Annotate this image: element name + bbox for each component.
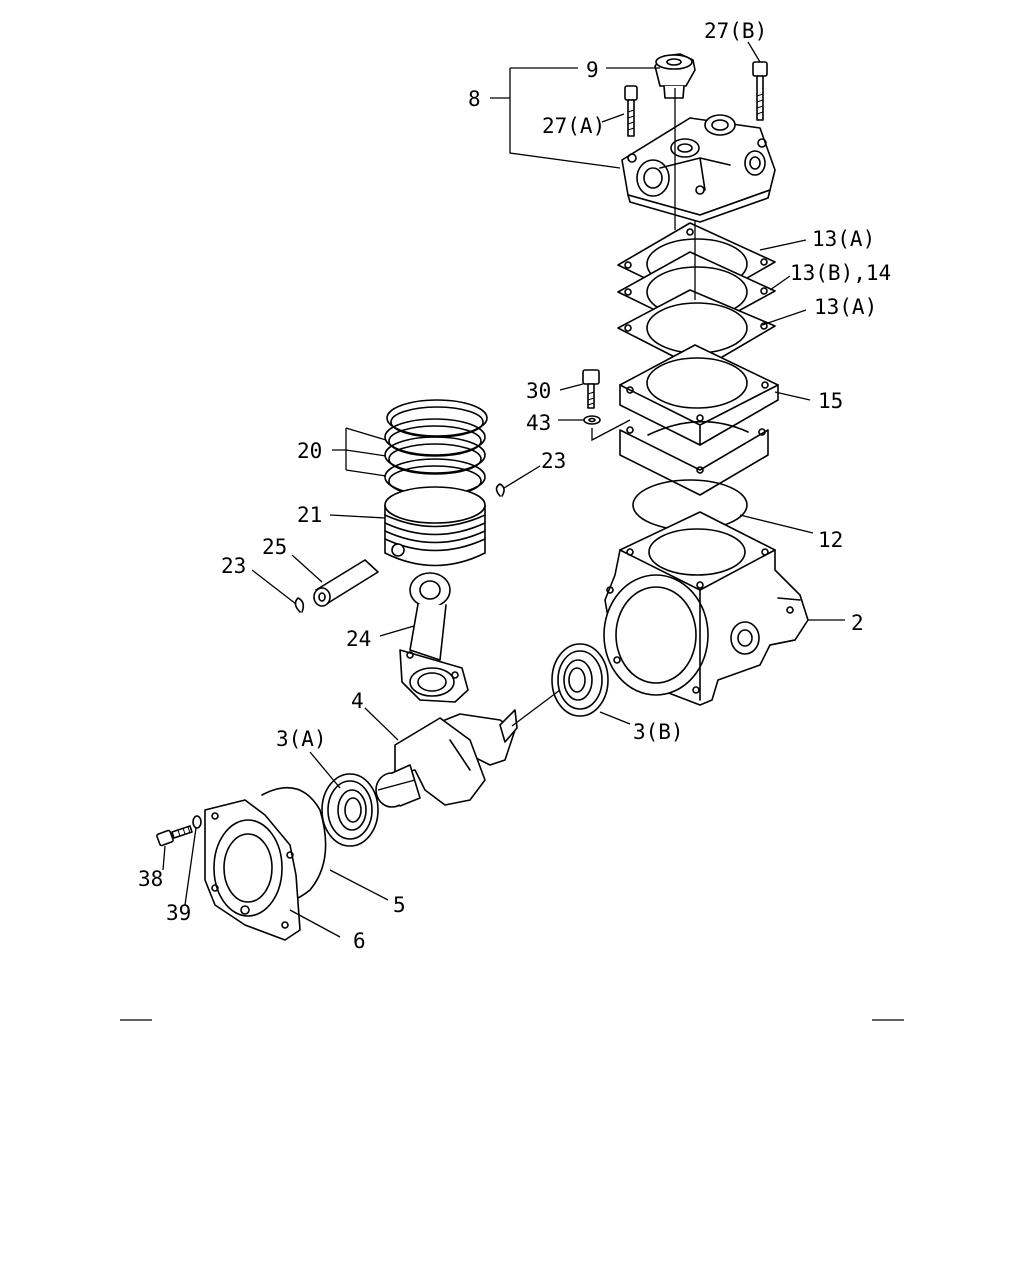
part-cylinder-head	[621, 114, 776, 223]
callout-5: 5	[393, 893, 406, 917]
callout-15: 15	[818, 389, 843, 413]
callout-27b: 27(B)	[704, 19, 767, 43]
part-crankshaft	[375, 709, 518, 808]
callout-21: 21	[297, 503, 322, 527]
callout-27a: 27(A)	[542, 114, 605, 138]
callout-23-right: 23	[541, 449, 566, 473]
part-connecting-rod	[399, 572, 469, 703]
callout-3b: 3(B)	[633, 720, 684, 744]
callout-39: 39	[166, 901, 191, 925]
part-bearing-3b	[551, 643, 609, 717]
part-crankcase	[603, 511, 809, 706]
callout-20: 20	[297, 439, 322, 463]
callout-13b-14: 13(B),14	[790, 261, 891, 285]
part-plug	[654, 53, 696, 99]
leader-lines	[162, 41, 845, 938]
callout-24: 24	[346, 627, 371, 651]
part-circlip-left	[294, 597, 305, 613]
callout-13a-lower: 13(A)	[814, 295, 877, 319]
part-bolt-27b	[752, 61, 768, 121]
callout-43: 43	[526, 411, 551, 435]
callout-30: 30	[526, 379, 551, 403]
callout-9: 9	[586, 58, 599, 82]
callout-12: 12	[818, 528, 843, 552]
part-end-cover	[204, 799, 301, 941]
part-piston-rings	[384, 399, 488, 497]
callout-labels: 27(B) 9 8 27(A) 13(A) 13(B),14 13(A) 30 …	[138, 19, 891, 953]
part-bolt-38	[156, 825, 193, 847]
callout-6: 6	[353, 929, 366, 953]
part-washer-39	[192, 815, 202, 829]
callout-8: 8	[468, 87, 481, 111]
callout-13a-top: 13(A)	[812, 227, 875, 251]
callout-3a: 3(A)	[276, 727, 327, 751]
part-gasket-13a-lower	[617, 289, 776, 371]
part-spacer-plate	[619, 344, 779, 496]
part-piston-pin	[313, 559, 379, 607]
part-bolt-30	[582, 369, 600, 409]
callout-2: 2	[851, 611, 864, 635]
callout-4: 4	[351, 689, 364, 713]
part-washer-43	[583, 415, 601, 425]
callout-38: 38	[138, 867, 163, 891]
part-bolt-27a	[624, 85, 638, 137]
callout-23-left: 23	[221, 554, 246, 578]
callout-25: 25	[262, 535, 287, 559]
part-piston	[384, 486, 486, 567]
part-bearing-3a	[321, 773, 379, 847]
part-circlip-right	[495, 483, 505, 497]
